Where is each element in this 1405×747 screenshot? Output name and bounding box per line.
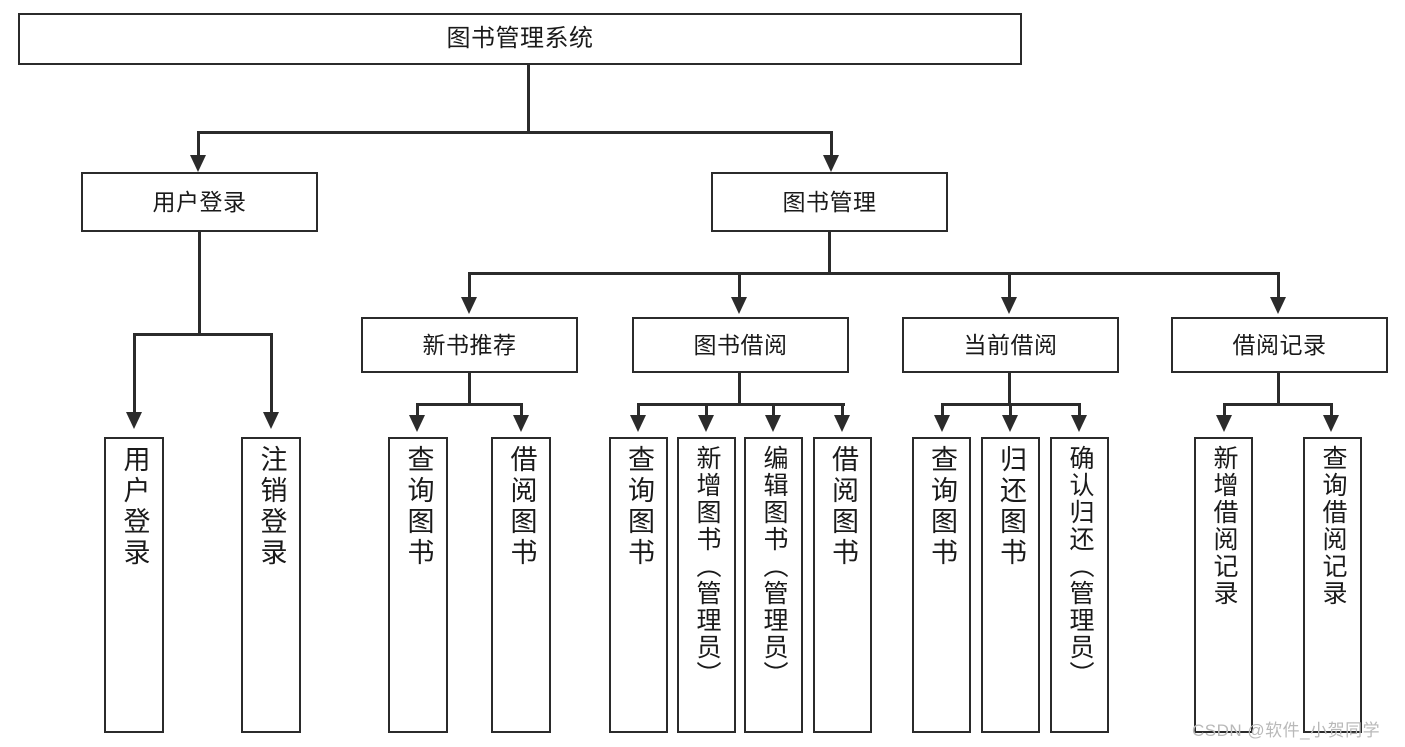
node-label: 图书管理系统 [446, 25, 594, 53]
edge-root-to-book-manage [830, 131, 833, 158]
arrow-book-borrow-to-leaf-3 [834, 415, 850, 432]
edge-current-borrow-to-leaf-1 [1009, 403, 1012, 421]
arrow-user-login-to-leaf-0 [126, 412, 142, 429]
arrow-current-borrow-to-leaf-1 [1002, 415, 1018, 432]
edge-new-book-stem [468, 373, 471, 405]
leaf-current-borrow-confirm-return[interactable]: 确认归还（管理员） [1050, 437, 1109, 733]
arrow-book-borrow-to-leaf-1 [698, 415, 714, 432]
node-label: 借阅图书 [506, 445, 537, 569]
arrow-book-borrow-to-leaf-2 [765, 415, 781, 432]
leaf-book-borrow-edit[interactable]: 编辑图书（管理员） [744, 437, 803, 733]
node-label: 借阅图书 [828, 445, 858, 569]
leaf-book-borrow-borrow[interactable]: 借阅图书 [813, 437, 872, 733]
node-label: 查询图书 [927, 445, 957, 569]
leaf-user-login-login[interactable]: 用户登录 [104, 437, 164, 733]
arrow-new-book-to-leaf-0 [409, 415, 425, 432]
node-user-login[interactable]: 用户登录 [81, 172, 318, 232]
edge-user-login-stem [198, 232, 201, 335]
edge-new-book-to-leaf-1 [520, 403, 523, 421]
edge-root-stem [527, 65, 530, 133]
leaf-borrow-record-add[interactable]: 新增借阅记录 [1194, 437, 1253, 733]
edge-book-manage-to-borrow-record [1277, 272, 1280, 299]
arrow-book-manage-to-borrow-record [1270, 297, 1286, 314]
edge-new-book-bus [416, 403, 523, 406]
node-current-borrow[interactable]: 当前借阅 [902, 317, 1119, 373]
edge-book-borrow-stem [738, 373, 741, 405]
edge-book-manage-to-current-borrow [1008, 272, 1011, 299]
arrow-current-borrow-to-leaf-0 [934, 415, 950, 432]
edge-current-borrow-to-leaf-0 [941, 403, 944, 421]
leaf-book-borrow-query[interactable]: 查询图书 [609, 437, 668, 733]
node-label: 查询图书 [624, 445, 654, 569]
edge-borrow-record-to-leaf-0 [1223, 403, 1226, 421]
edge-borrow-record-bus [1223, 403, 1333, 406]
node-label: 确认归还（管理员） [1066, 445, 1094, 688]
edge-book-borrow-to-leaf-0 [637, 403, 640, 421]
arrow-borrow-record-to-leaf-1 [1323, 415, 1339, 432]
watermark-text: CSDN @软件_小贺同学 [1192, 721, 1381, 740]
arrow-new-book-to-leaf-1 [513, 415, 529, 432]
edge-root-to-user-login [197, 131, 200, 158]
node-label: 图书借阅 [693, 331, 788, 358]
edge-book-manage-to-new-book [468, 272, 471, 299]
leaf-current-borrow-return[interactable]: 归还图书 [981, 437, 1040, 733]
arrow-user-login-to-leaf-1 [263, 412, 279, 429]
edge-borrow-record-to-leaf-1 [1330, 403, 1333, 421]
edge-user-login-to-leaf-1 [270, 333, 273, 415]
edge-book-borrow-to-leaf-1 [705, 403, 708, 421]
edge-book-manage-stem [828, 232, 831, 274]
node-label: 查询图书 [403, 445, 434, 569]
node-label: 借阅记录 [1232, 331, 1327, 358]
arrow-book-manage-to-book-borrow [731, 297, 747, 314]
node-new-book-recommend[interactable]: 新书推荐 [361, 317, 578, 373]
node-label: 编辑图书（管理员） [760, 445, 788, 688]
edge-current-borrow-to-leaf-2 [1078, 403, 1081, 421]
node-label: 用户登录 [119, 445, 150, 569]
node-label: 新书推荐 [422, 331, 517, 358]
arrow-borrow-record-to-leaf-0 [1216, 415, 1232, 432]
arrow-book-manage-to-current-borrow [1001, 297, 1017, 314]
leaf-current-borrow-query[interactable]: 查询图书 [912, 437, 971, 733]
node-borrow-record[interactable]: 借阅记录 [1171, 317, 1388, 373]
leaf-new-book-borrow[interactable]: 借阅图书 [491, 437, 551, 733]
leaf-borrow-record-query[interactable]: 查询借阅记录 [1303, 437, 1362, 733]
edge-book-borrow-bus [637, 403, 845, 406]
node-label: 图书管理 [782, 188, 877, 215]
edge-user-login-to-leaf-0 [133, 333, 136, 415]
node-book-borrow[interactable]: 图书借阅 [632, 317, 849, 373]
node-label: 查询借阅记录 [1319, 445, 1347, 607]
arrow-book-manage-to-new-book [461, 297, 477, 314]
node-label: 用户登录 [152, 188, 247, 215]
leaf-new-book-query[interactable]: 查询图书 [388, 437, 448, 733]
node-label: 注销登录 [256, 445, 287, 569]
node-book-management[interactable]: 图书管理 [711, 172, 948, 232]
arrow-root-to-user-login [190, 155, 206, 172]
arrow-book-borrow-to-leaf-0 [630, 415, 646, 432]
node-label: 当前借阅 [963, 331, 1058, 358]
edge-user-login-bus [133, 333, 272, 336]
edge-book-manage-to-book-borrow [738, 272, 741, 299]
edge-root-bus [197, 131, 833, 134]
arrow-root-to-book-manage [823, 155, 839, 172]
node-label: 新增图书（管理员） [693, 445, 721, 688]
node-label: 新增借阅记录 [1210, 445, 1238, 607]
leaf-book-borrow-add[interactable]: 新增图书（管理员） [677, 437, 736, 733]
edge-book-borrow-to-leaf-3 [841, 403, 844, 421]
edge-book-borrow-to-leaf-2 [772, 403, 775, 421]
edge-current-borrow-stem [1008, 373, 1011, 405]
leaf-user-login-logout[interactable]: 注销登录 [241, 437, 301, 733]
arrow-current-borrow-to-leaf-2 [1071, 415, 1087, 432]
edge-new-book-to-leaf-0 [416, 403, 419, 421]
node-label: 归还图书 [996, 445, 1026, 569]
edge-borrow-record-stem [1277, 373, 1280, 405]
edge-book-manage-bus [468, 272, 1280, 275]
node-root-system[interactable]: 图书管理系统 [18, 13, 1022, 65]
